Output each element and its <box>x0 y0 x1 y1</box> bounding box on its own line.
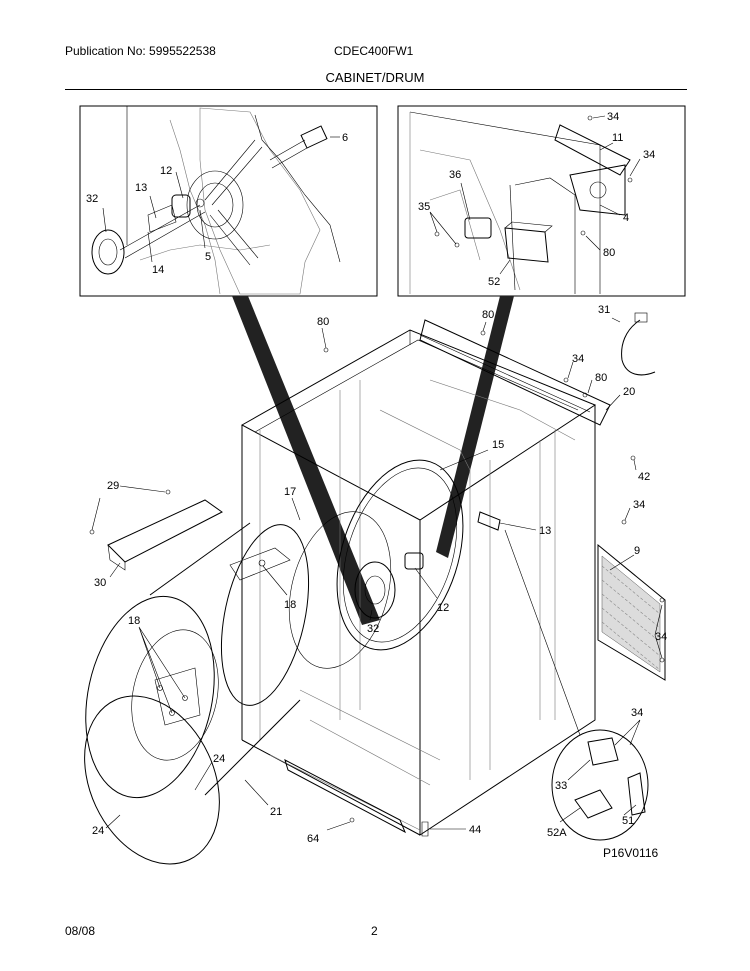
part-13-bracket-mounted <box>477 511 501 531</box>
left-inset-frame <box>79 105 378 297</box>
callout-20: 20 <box>623 386 635 398</box>
part-17-seal <box>288 511 392 669</box>
motor-switch-detail <box>504 529 649 841</box>
callout-5: 5 <box>205 251 211 263</box>
detail-circle <box>551 729 649 841</box>
part-20-top-rail <box>419 319 611 426</box>
callout-34: 34 <box>572 353 584 365</box>
callout-35: 35 <box>418 201 430 213</box>
diagram-code: P16V0116 <box>603 846 658 860</box>
callout-34: 34 <box>607 111 619 123</box>
part-18-baffle <box>229 547 291 581</box>
right-detail-projection <box>436 296 514 558</box>
drum-front-opening <box>85 595 215 799</box>
model-number: CDEC400FW1 <box>334 44 414 58</box>
callout-15: 15 <box>492 439 504 451</box>
part-32-hub <box>354 561 396 619</box>
callout-80: 80 <box>595 372 607 384</box>
cabinet <box>240 319 611 836</box>
callout-42: 42 <box>638 471 650 483</box>
footer-date: 08/08 <box>65 924 96 938</box>
callout-80: 80 <box>317 316 329 328</box>
callout-80: 80 <box>603 247 615 259</box>
callout-18: 18 <box>128 615 140 627</box>
callout-80: 80 <box>482 309 494 321</box>
callout-14: 14 <box>152 264 164 276</box>
part-24-drum-seal <box>84 695 220 865</box>
callout-52: 52 <box>488 276 500 288</box>
part-30-front-glide <box>107 499 223 563</box>
publication-number: Publication No: 5995522538 <box>65 44 216 58</box>
callout-32: 32 <box>86 193 98 205</box>
right-inset: 34 11 34 36 35 4 80 52 <box>397 105 686 297</box>
callout-34: 34 <box>631 707 643 719</box>
callout-52a: 52A <box>547 827 567 839</box>
part-51-cover <box>627 772 646 816</box>
part-36-switch <box>464 217 492 239</box>
callout-24: 24 <box>213 753 225 765</box>
inset-drum-back <box>199 107 321 295</box>
callout-30: 30 <box>94 577 106 589</box>
callout-31: 31 <box>598 304 610 316</box>
callout-11: 11 <box>612 132 623 144</box>
inset-axle <box>119 204 206 259</box>
part-33-switch <box>587 737 619 766</box>
callout-24: 24 <box>92 825 104 837</box>
header-rule <box>65 89 687 90</box>
part-52-housing <box>504 227 549 263</box>
inset-hub-ring <box>186 170 244 240</box>
left-inset: 6 12 13 32 14 5 <box>79 105 378 297</box>
cabinet-front-panel <box>419 405 596 836</box>
callout-36: 36 <box>449 169 461 181</box>
callout-18: 18 <box>284 599 296 611</box>
callout-34: 34 <box>655 631 667 643</box>
part-32-bearing-plate <box>91 229 125 275</box>
part-12-bearing-mounted <box>404 552 424 570</box>
part-9-rear-access-panel <box>597 543 666 681</box>
callout-33: 33 <box>555 780 567 792</box>
part-11-bracket <box>554 124 631 176</box>
part-5-washer <box>195 198 205 208</box>
callout-29: 29 <box>107 480 119 492</box>
part-4-plate <box>569 164 626 216</box>
callout-12: 12 <box>437 602 449 614</box>
part-13-clip <box>147 204 177 233</box>
part-52a-bracket <box>574 789 613 819</box>
part-31-power-cord <box>621 319 656 376</box>
callout-21: 21 <box>270 806 282 818</box>
callout-64: 64 <box>307 833 319 845</box>
callout-51: 51 <box>622 815 634 827</box>
part-15-rear-bulkhead <box>336 459 464 651</box>
callout-17: 17 <box>284 486 296 498</box>
callout-44: 44 <box>469 824 481 836</box>
part-64-toe-kick <box>284 759 406 834</box>
part-6-bracket <box>300 125 328 149</box>
callout-9: 9 <box>634 545 640 557</box>
callout-34: 34 <box>633 499 645 511</box>
callout-13: 13 <box>539 525 551 537</box>
callout-32: 32 <box>367 623 379 635</box>
callout-12: 12 <box>160 165 172 177</box>
callout-34: 34 <box>643 149 655 161</box>
part-21-drum <box>85 522 310 799</box>
inset-drum-edge <box>254 114 341 263</box>
part-18-baffle-lower <box>154 667 201 726</box>
section-title: CABINET/DRUM <box>325 70 425 85</box>
right-inset-frame <box>397 105 686 297</box>
callout-13: 13 <box>135 182 147 194</box>
page-number: 2 <box>371 924 378 938</box>
callout-6: 6 <box>342 132 348 144</box>
part-44-leveling-leg <box>421 821 429 837</box>
callout-4: 4 <box>623 212 629 224</box>
